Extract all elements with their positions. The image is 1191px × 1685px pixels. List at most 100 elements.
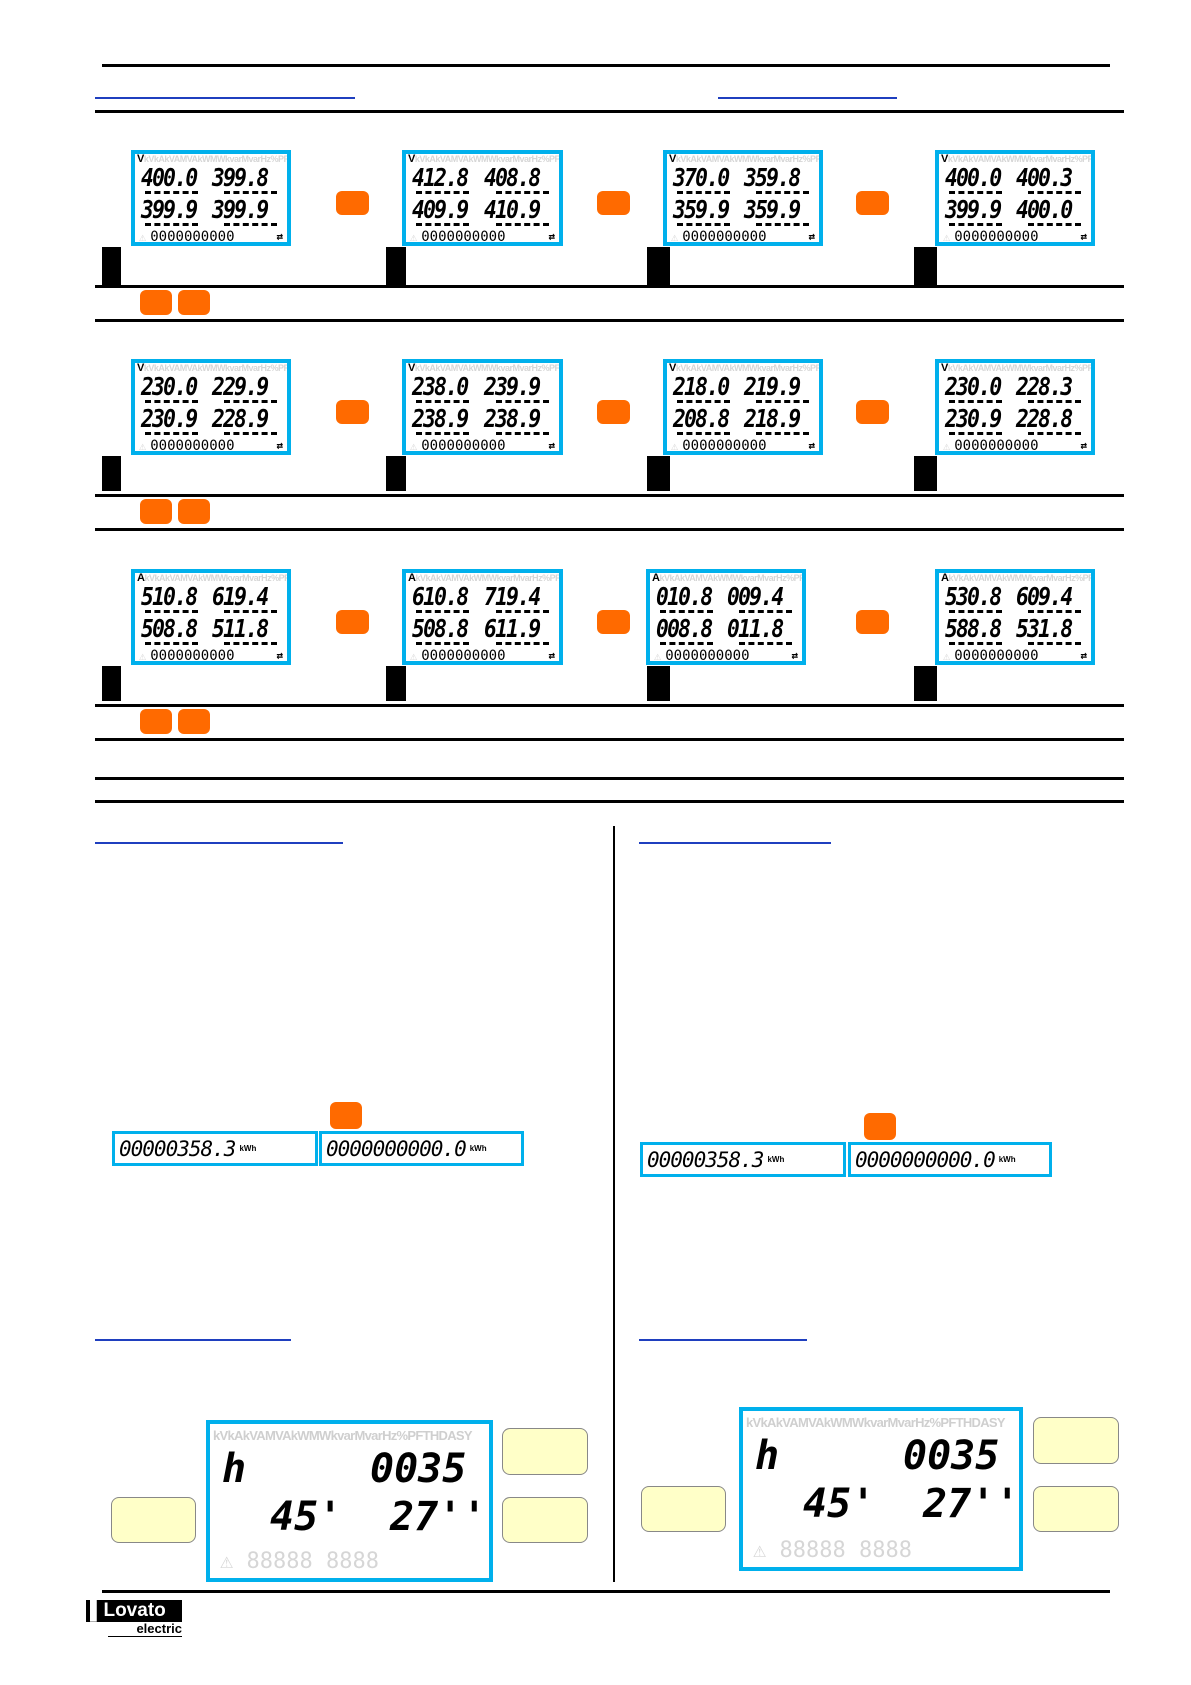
lcd-value: 238.9 xyxy=(412,404,469,433)
key-button[interactable] xyxy=(140,290,172,315)
lcd-counter: 0000000000 xyxy=(682,438,767,454)
warning-icon: ⚠ xyxy=(654,649,662,663)
lcd-value: 399.9 xyxy=(945,195,1002,224)
key-button[interactable] xyxy=(140,499,172,524)
lcd-value: 409.9 xyxy=(412,195,469,224)
lcd-unit: A xyxy=(408,572,416,584)
key-button[interactable] xyxy=(597,400,630,424)
lcd-value: 588.8 xyxy=(945,614,1002,643)
lcd-value: 011.8 xyxy=(726,614,784,643)
lcd-value: 218.9 xyxy=(743,404,801,433)
step-marker xyxy=(102,666,121,701)
arrows-icon: ⇄ xyxy=(1080,230,1087,243)
lcd-footer: ⚠ 88888 8888 xyxy=(753,1538,912,1563)
section-link-energy-right[interactable] xyxy=(639,842,831,844)
hours-label: h xyxy=(222,1446,247,1492)
lcd-unit: A xyxy=(137,572,145,584)
section-link-energy-left[interactable] xyxy=(95,842,343,844)
lcd-bargraph xyxy=(145,642,277,648)
warning-icon: ⚠ xyxy=(943,230,951,244)
section-link-left[interactable] xyxy=(95,97,355,99)
lcd-value: 230.9 xyxy=(945,404,1002,433)
key-button[interactable] xyxy=(597,610,630,634)
key-button[interactable] xyxy=(336,610,369,634)
lcd-header: kVkAkVAMVAkWMWkvarMvarHz%PFTHDASY xyxy=(414,154,563,164)
lcd-header: kVkAkVAMVAkWMWkvarMvarHz%PFTHDASY xyxy=(746,1415,1006,1430)
step-marker xyxy=(102,247,121,285)
key-button[interactable] xyxy=(140,709,172,734)
lcd-value: 230.9 xyxy=(141,404,198,433)
lcd-unit: V xyxy=(408,362,415,374)
key-button[interactable] xyxy=(178,709,210,734)
lcd-value: 399.9 xyxy=(141,195,198,224)
lcd-display: VkVkAkVAMVAkWMWkvarMvarHz%PFTHDASY 370.0… xyxy=(663,150,823,246)
lcd-bargraph xyxy=(416,191,549,197)
lcd-bargraph xyxy=(660,610,792,616)
lcd-unit: V xyxy=(941,153,948,165)
lcd-unit: V xyxy=(408,153,415,165)
lcd-header: kVkAkVAMVAkWMWkvarMvarHz%PFTHDASY xyxy=(947,363,1093,373)
lcd-header: kVkAkVAMVAkWMWkvarMvarHz%PFTHDASY xyxy=(144,573,290,583)
key-button[interactable] xyxy=(864,1113,896,1140)
warning-icon: ⚠ xyxy=(139,439,147,453)
lcd-unit-row: VkVkAkVAMVAkWMWkvarMvarHz%PFTHDASY xyxy=(939,363,1091,374)
key-button[interactable] xyxy=(856,610,889,634)
energy-unit: kWh xyxy=(998,1155,1016,1164)
callout-hours xyxy=(502,1428,588,1475)
lcd-value: 400.0 xyxy=(141,163,198,192)
arrows-icon: ⇄ xyxy=(276,230,283,243)
lcd-value: 359.8 xyxy=(743,163,801,192)
step-marker xyxy=(647,666,670,701)
lcd-header: kVkAkVAMVAkWMWkvarMvarHz%PFTHDASY xyxy=(143,154,289,164)
lcd-counter: 0000000000 xyxy=(150,438,235,454)
callout-hours xyxy=(1033,1417,1119,1464)
lcd-value: 619.4 xyxy=(211,582,269,611)
lcd-display: VkVkAkVAMVAkWMWkvarMvarHz%PFTHDASY 400.0… xyxy=(131,150,291,246)
lcd-bargraph xyxy=(949,223,1081,229)
key-button[interactable] xyxy=(330,1102,362,1129)
lcd-value: 238.0 xyxy=(412,372,469,401)
step-marker xyxy=(914,666,937,701)
lcd-counter: 0000000000 xyxy=(421,438,506,454)
hour-counter-display: kVkAkVAMVAkWMWkvarMvarHz%PFTHDASY h 0035… xyxy=(739,1407,1023,1571)
bottom-rule xyxy=(102,1590,1110,1593)
warning-icon: ⚠ xyxy=(671,439,679,453)
arrows-icon: ⇄ xyxy=(1080,439,1087,452)
key-button[interactable] xyxy=(336,191,369,215)
arrows-icon: ⇄ xyxy=(548,230,555,243)
key-button[interactable] xyxy=(178,499,210,524)
lcd-footer: ⚠ 88888 8888 xyxy=(220,1549,379,1574)
lcd-display: VkVkAkVAMVAkWMWkvarMvarHz%PFTHDASY 400.0… xyxy=(935,150,1095,246)
lcd-unit-row: VkVkAkVAMVAkWMWkvarMvarHz%PFTHDASY xyxy=(939,154,1091,165)
lcd-counter: 0000000000 xyxy=(150,648,235,664)
key-button[interactable] xyxy=(597,191,630,215)
warning-icon: ⚠ xyxy=(139,649,147,663)
section-link-hours-left[interactable] xyxy=(95,1339,291,1341)
lcd-value: 410.9 xyxy=(483,195,541,224)
divider xyxy=(95,285,1124,288)
key-button[interactable] xyxy=(856,400,889,424)
key-button[interactable] xyxy=(856,191,889,215)
section-link-right[interactable] xyxy=(718,97,897,99)
lcd-bargraph xyxy=(949,642,1081,648)
key-button[interactable] xyxy=(178,290,210,315)
energy-reset-value: 0000000000.0 xyxy=(326,1136,467,1161)
lcd-value: 611.9 xyxy=(483,614,541,643)
callout-seconds xyxy=(502,1497,588,1543)
lcd-value: 508.8 xyxy=(141,614,198,643)
key-button[interactable] xyxy=(336,400,369,424)
lcd-value: 399.8 xyxy=(211,163,269,192)
warning-icon: ⚠ xyxy=(943,439,951,453)
step-marker xyxy=(386,666,406,701)
section-link-hours-right[interactable] xyxy=(639,1339,807,1341)
lcd-display: VkVkAkVAMVAkWMWkvarMvarHz%PFTHDASY 238.0… xyxy=(402,359,563,455)
lcd-bargraph xyxy=(145,400,277,406)
lcd-bargraph xyxy=(416,610,549,616)
lcd-unit-row: VkVkAkVAMVAkWMWkvarMvarHz%PFTHDASY xyxy=(406,363,559,374)
lcd-bargraph xyxy=(949,400,1081,406)
lcd-display: AkVkAkVAMVAkWMWkvarMvarHz%PFTHDASY 610.8… xyxy=(402,569,563,665)
energy-unit: kWh xyxy=(469,1144,487,1153)
lcd-unit-row: VkVkAkVAMVAkWMWkvarMvarHz%PFTHDASY xyxy=(135,154,287,165)
lcd-header: kVkAkVAMVAkWMWkvarMvarHz%PFTHDASY xyxy=(659,573,805,583)
lcd-header: kVkAkVAMVAkWMWkvarMvarHz%PFTHDASY xyxy=(675,154,821,164)
